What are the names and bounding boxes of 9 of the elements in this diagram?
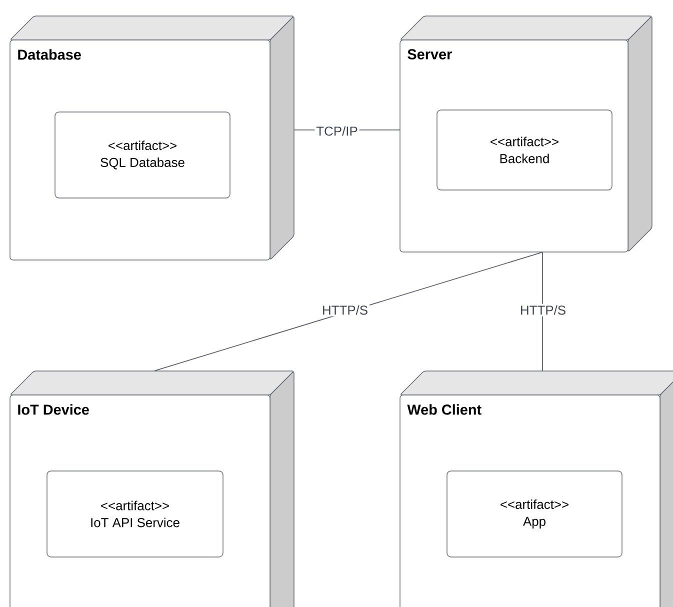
edge-label: HTTP/S	[518, 304, 568, 316]
artifact-box: <<artifact>> Backend	[436, 110, 612, 190]
artifact-box: <<artifact>> App	[446, 470, 622, 558]
connector-line	[542, 252, 543, 372]
edge-label: TCP/IP	[314, 124, 360, 138]
edge-label: HTTP/S	[320, 304, 370, 316]
artifact-box: <<artifact>> IoT API Service	[46, 470, 224, 558]
connector-line	[154, 252, 543, 372]
artifact-box: <<artifact>> SQL Database	[54, 112, 230, 198]
